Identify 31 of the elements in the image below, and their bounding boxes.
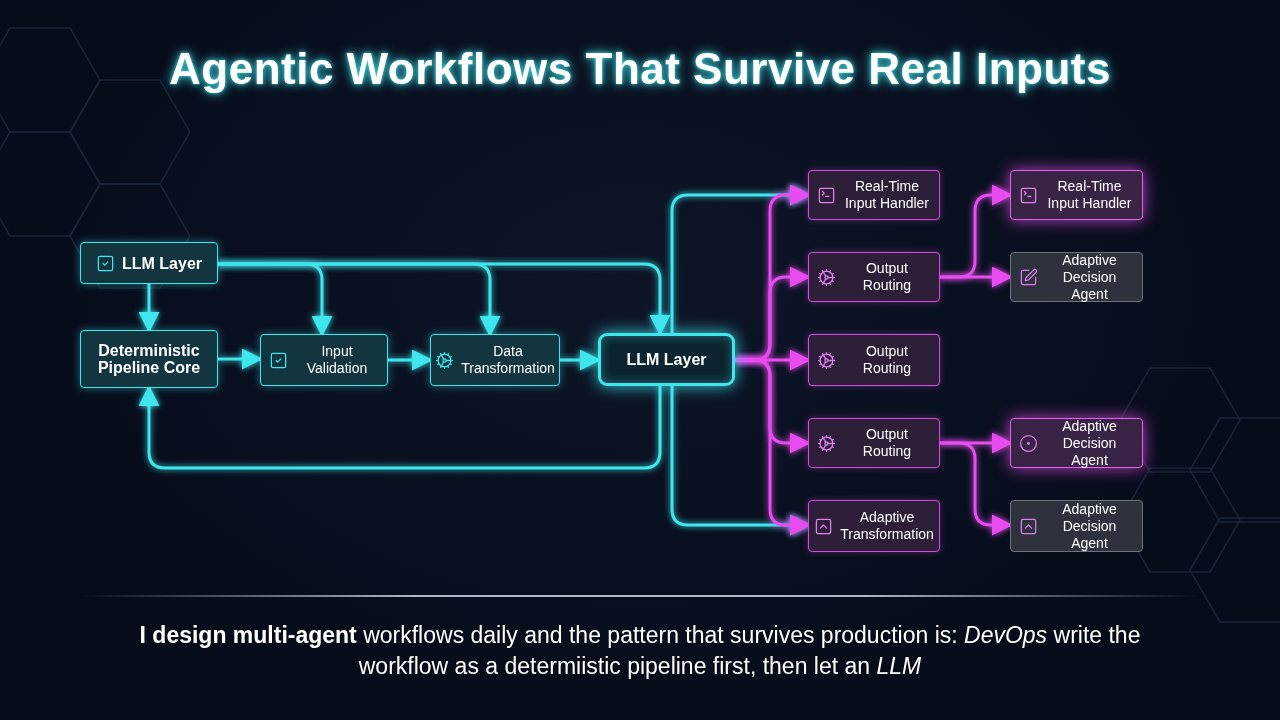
node-label: Output Routing [861, 260, 913, 294]
process-box [808, 500, 940, 552]
caption: I design multi-agent workflows daily and the pattern that survives production is: DevOps write the workflow as a determiistic pipeline first, then let an LLM [138, 621, 1142, 681]
node-label: Real-Time Input Handler [843, 178, 931, 212]
node-label: Real-Time Input Handler [1046, 178, 1133, 212]
node-label: Output Routing [861, 343, 913, 377]
process-box [598, 333, 735, 386]
process-box [80, 242, 218, 284]
process-box [80, 330, 218, 388]
process-box [1010, 170, 1143, 220]
node-label: Deterministic Pipeline Core [96, 342, 202, 376]
process-box [1010, 500, 1143, 552]
process-box [808, 418, 940, 468]
process-box [808, 334, 940, 386]
node-label: Input Validation [305, 343, 369, 377]
node-label: LLM Layer [122, 254, 202, 272]
process-box [260, 334, 388, 386]
node-label: Adaptive Transformation [840, 509, 934, 543]
process-box [1010, 418, 1143, 468]
process-box [1010, 252, 1143, 302]
process-box [430, 334, 560, 386]
process-box [808, 170, 940, 220]
arrow [138, 385, 662, 470]
node-label: Output Routing [861, 426, 913, 460]
diagram-title: Agentic Workflows That Survive Real Inputs [169, 44, 1111, 94]
node-label: Adaptive Decision Agent [1061, 251, 1118, 303]
node-label: Data Transformation [461, 343, 555, 377]
node-label: Adaptive Decision Agent [1061, 417, 1118, 469]
node-label: LLM Layer [626, 351, 707, 368]
node-label: Adaptive Decision Agent [1061, 500, 1118, 552]
process-box [808, 252, 940, 302]
